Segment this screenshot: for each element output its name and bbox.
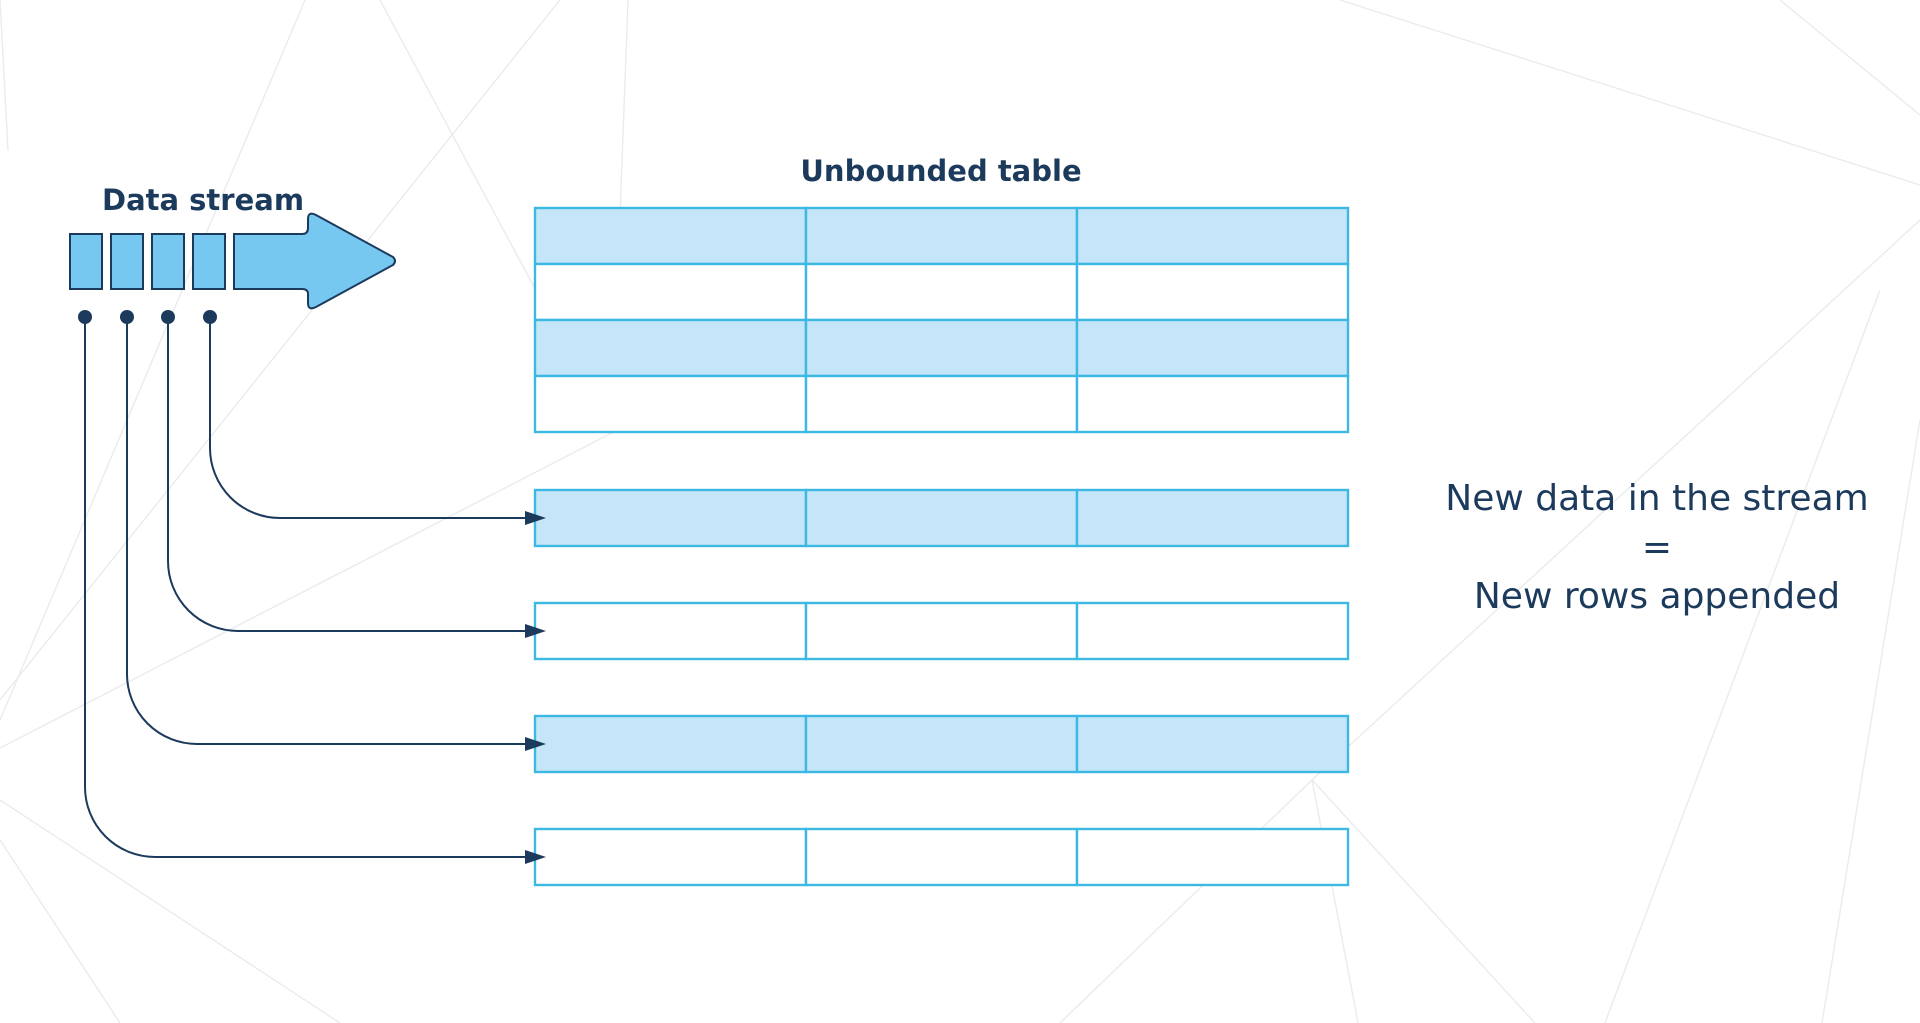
appended-rows (533, 488, 1350, 887)
table-cell (533, 488, 808, 548)
table-cell (1075, 374, 1350, 434)
note-line: = (1642, 527, 1672, 568)
unbounded-table (533, 206, 1350, 434)
unbounded-table-label: Unbounded table (800, 154, 1081, 188)
table-row (533, 318, 1350, 378)
table-row (533, 206, 1350, 266)
table-cell (804, 318, 1079, 378)
table-cell (533, 318, 808, 378)
table-row (533, 374, 1350, 434)
arrowhead-icon (525, 737, 546, 751)
connector-line (84, 317, 530, 858)
connector-line (167, 317, 530, 632)
table-cell (804, 714, 1079, 774)
stream-packet (192, 233, 226, 290)
appended-row (533, 601, 1350, 661)
arrowhead-icon (525, 850, 546, 864)
table-cell (804, 206, 1079, 266)
appended-row (533, 714, 1350, 774)
table-cell (1075, 714, 1350, 774)
stream-packet (151, 233, 185, 290)
table-cell (533, 374, 808, 434)
table-cell (533, 827, 808, 887)
table-row (533, 262, 1350, 322)
table-cell (1075, 601, 1350, 661)
table-cell (804, 262, 1079, 322)
table-cell (1075, 206, 1350, 266)
stream-packet (110, 233, 144, 290)
note-line: New rows appended (1474, 576, 1840, 617)
arrowhead-icon (525, 624, 546, 638)
table-cell (1075, 262, 1350, 322)
data-stream (69, 212, 396, 310)
appended-row (533, 827, 1350, 887)
table-cell (533, 262, 808, 322)
table-cell (533, 206, 808, 266)
table-cell (804, 827, 1079, 887)
table-cell (533, 601, 808, 661)
note-line: New data in the stream (1445, 478, 1868, 519)
arrowhead-icon (525, 511, 546, 525)
data-stream-label: Data stream (102, 183, 304, 217)
stream-arrow-icon (233, 212, 396, 310)
stream-connectors (78, 310, 546, 864)
explanation-note: New data in the stream = New rows append… (1445, 478, 1868, 617)
table-cell (1075, 318, 1350, 378)
table-cell (804, 374, 1079, 434)
table-cell (533, 714, 808, 774)
connector-line (126, 317, 530, 745)
connector-line (209, 317, 530, 519)
table-cell (1075, 488, 1350, 548)
appended-row (533, 488, 1350, 548)
table-cell (804, 488, 1079, 548)
table-cell (1075, 827, 1350, 887)
stream-packet (69, 233, 103, 290)
table-cell (804, 601, 1079, 661)
